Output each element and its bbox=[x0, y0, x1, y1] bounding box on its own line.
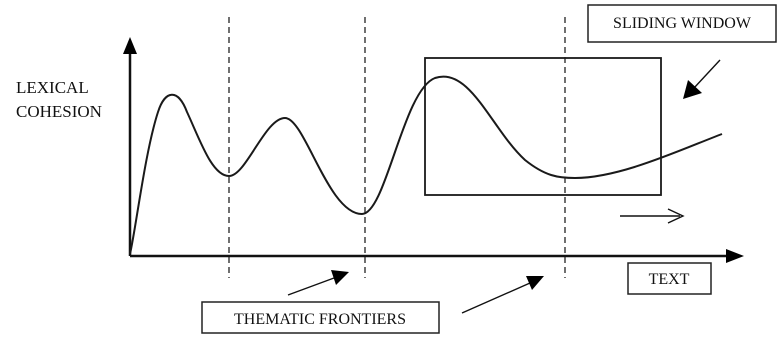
thematic-frontiers-label-box bbox=[201, 301, 440, 334]
sliding-window-label-box bbox=[587, 4, 777, 43]
frontier-pointer-2 bbox=[461, 276, 544, 314]
thematic-frontier-lines bbox=[228, 17, 566, 278]
axes bbox=[123, 37, 744, 263]
sliding-window-rect bbox=[424, 57, 662, 196]
window-direction-arrow bbox=[620, 208, 685, 224]
thematic-frontiers-label: THEMATIC FRONTIERS bbox=[234, 311, 406, 328]
cohesion-curve bbox=[129, 75, 723, 255]
sliding-window-pointer bbox=[683, 59, 721, 99]
x-axis-label: TEXT bbox=[649, 271, 690, 288]
x-axis-label-box bbox=[627, 262, 712, 295]
frontier-pointer-1 bbox=[287, 270, 349, 296]
y-axis-label-line2: COHESION bbox=[16, 102, 102, 121]
x-axis-arrowhead bbox=[726, 249, 744, 263]
sliding-window-label: SLIDING WINDOW bbox=[613, 15, 752, 32]
y-axis-label-line1: LEXICAL bbox=[16, 78, 89, 97]
y-axis-arrowhead bbox=[123, 37, 137, 54]
